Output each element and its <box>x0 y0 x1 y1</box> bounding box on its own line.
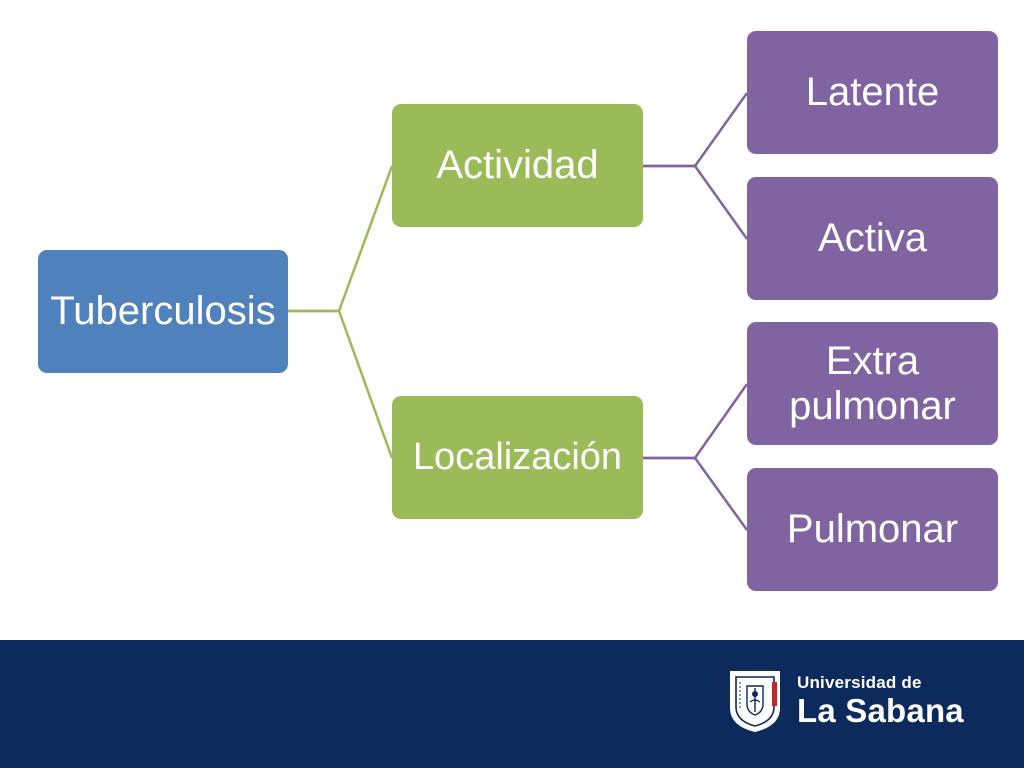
node-latente[interactable]: Latente <box>747 31 998 154</box>
connector-root-actividad <box>288 165 394 313</box>
node-actividad[interactable]: Actividad <box>392 104 643 227</box>
node-tuberculosis[interactable]: Tuberculosis <box>38 250 288 373</box>
connector-localizacion-pulmonar <box>643 456 749 531</box>
node-actividad-label: Actividad <box>436 143 599 188</box>
node-localizacion[interactable]: Localización <box>392 396 643 519</box>
connector-actividad-latente <box>643 92 749 168</box>
connector-root-localizacion <box>288 309 394 459</box>
node-extra-pulmonar[interactable]: Extra pulmonar <box>747 322 998 445</box>
node-extra-pulmonar-label: Extra pulmonar <box>789 338 956 428</box>
institution-name-line1: Universidad de <box>797 673 922 692</box>
node-pulmonar[interactable]: Pulmonar <box>747 468 998 591</box>
institution-name-line2: La Sabana <box>797 692 964 729</box>
university-seal-icon <box>730 671 780 732</box>
footer-band <box>0 640 1024 768</box>
node-latente-label: Latente <box>805 70 940 115</box>
connector-actividad-activa <box>643 164 749 240</box>
node-pulmonar-label: Pulmonar <box>786 507 959 552</box>
node-activa[interactable]: Activa <box>747 177 998 300</box>
node-localizacion-label: Localización <box>412 436 623 479</box>
node-tuberculosis-label: Tuberculosis <box>50 289 276 334</box>
connector-localizacion-extra-pulmonar <box>643 383 749 460</box>
node-activa-label: Activa <box>818 216 927 261</box>
connector-lines <box>288 92 749 531</box>
university-logo: Universidad de La Sabana <box>727 668 964 734</box>
